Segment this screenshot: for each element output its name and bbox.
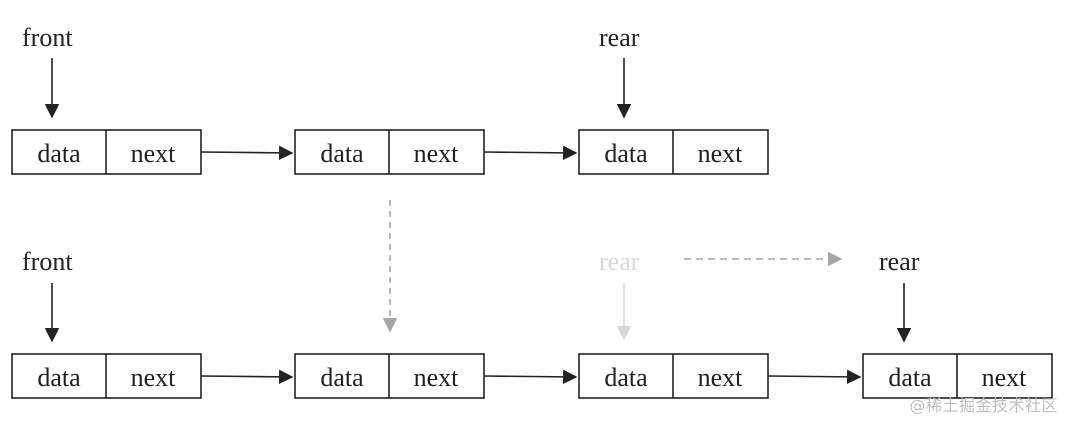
node-next-field: next [414,139,460,168]
bottom-link-arrow-1 [200,369,294,385]
node-data-field: data [604,363,648,392]
node-data-field: data [888,363,932,392]
node-data-field: data [320,139,364,168]
top-link-arrow-2 [483,145,578,161]
bottom-node-1: data next [11,353,202,399]
node-next-field: next [414,363,460,392]
bottom-link-arrow-3 [767,369,862,385]
node-next-field: next [131,139,177,168]
watermark: @稀土掘金技术社区 [909,396,1058,415]
node-next-field: next [131,363,177,392]
top-node-3: data next [578,129,769,175]
old-rear-label: rear [599,247,640,276]
node-data-field: data [320,363,364,392]
top-node-2: data next [294,129,485,175]
bottom-node-3: data next [578,353,769,399]
node-next-field: next [698,139,744,168]
top-rear-label: rear [599,23,640,52]
top-link-arrow-1 [200,145,294,161]
node-data-field: data [604,139,648,168]
bottom-node-4: data next [862,353,1053,399]
bottom-row: front rear rear data next data next [11,247,1053,399]
bottom-link-arrow-2 [483,369,578,385]
top-row: front rear data next data next data next [11,23,769,175]
node-data-field: data [37,363,81,392]
bottom-node-2: data next [294,353,485,399]
top-front-label: front [22,23,73,52]
node-data-field: data [37,139,81,168]
node-next-field: next [698,363,744,392]
top-node-1: data next [11,129,202,175]
new-rear-label: rear [879,247,920,276]
bottom-front-label: front [22,247,73,276]
node-next-field: next [982,363,1028,392]
